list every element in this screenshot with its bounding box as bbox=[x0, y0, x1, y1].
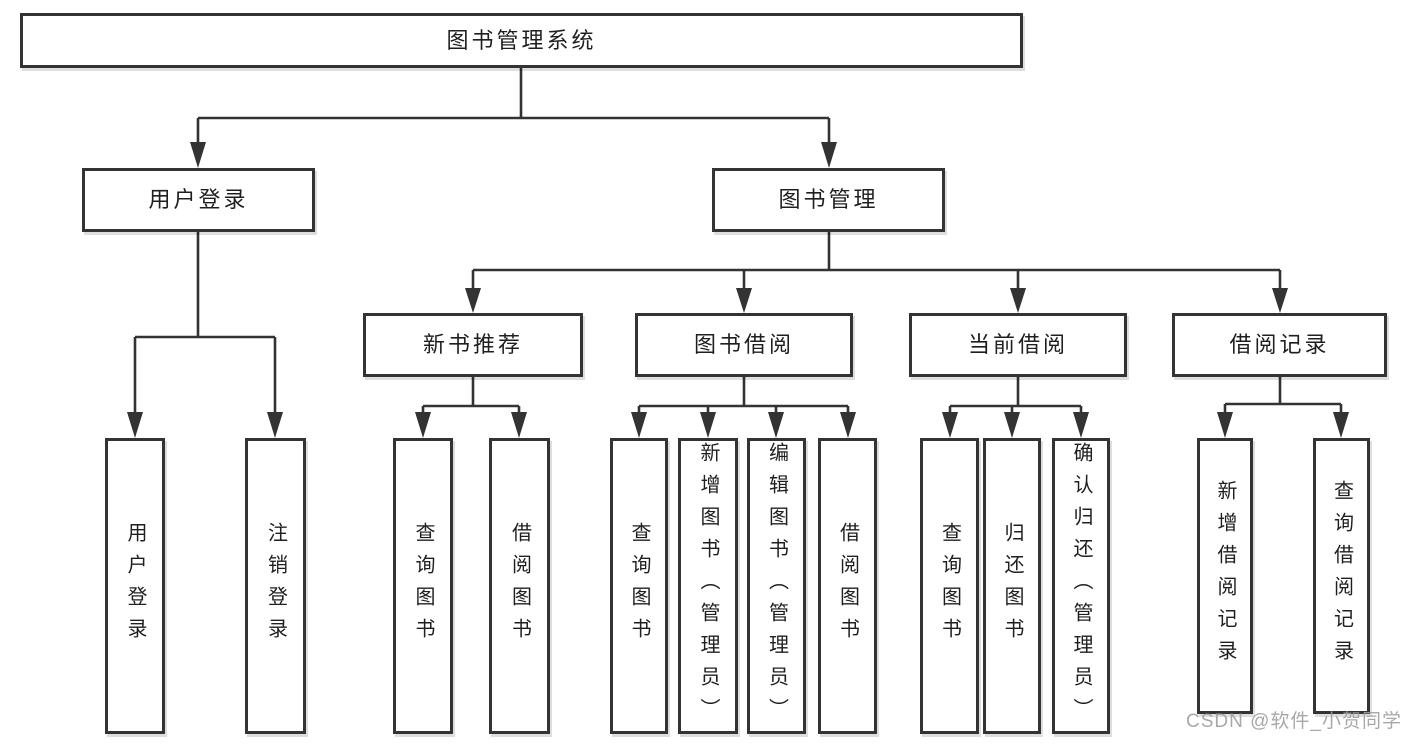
node-label: 当前借阅 bbox=[967, 332, 1068, 357]
node-root-system: 图书管理系统 bbox=[20, 13, 1023, 68]
leaf-logout: 注销登录 bbox=[245, 438, 306, 734]
node-label: 用户登录 bbox=[148, 187, 249, 212]
leaf-label: 编辑图书（管理员） bbox=[765, 442, 788, 730]
node-user-login: 用户登录 bbox=[82, 168, 315, 232]
leaf-query-books-borrow: 查询图书 bbox=[610, 438, 668, 734]
leaf-borrow-books-recommend: 借阅图书 bbox=[489, 438, 550, 734]
node-current-borrow: 当前借阅 bbox=[909, 313, 1127, 377]
leaf-label: 注销登录 bbox=[264, 522, 287, 650]
leaf-borrow-books: 借阅图书 bbox=[818, 438, 877, 734]
leaf-label: 查询图书 bbox=[628, 522, 650, 650]
leaf-query-borrow-record: 查询借阅记录 bbox=[1313, 438, 1370, 714]
node-label: 借阅记录 bbox=[1229, 332, 1330, 357]
leaf-label: 查询图书 bbox=[938, 522, 961, 650]
leaf-edit-books-admin: 编辑图书（管理员） bbox=[747, 438, 806, 734]
node-label: 图书管理 bbox=[778, 187, 879, 212]
node-new-book-recommend: 新书推荐 bbox=[363, 313, 583, 377]
arrowheads bbox=[127, 142, 1349, 438]
leaf-query-books-recommend: 查询图书 bbox=[393, 438, 453, 734]
leaf-user-login: 用户登录 bbox=[105, 438, 165, 734]
leaf-query-books-current: 查询图书 bbox=[920, 438, 979, 734]
leaf-return-books: 归还图书 bbox=[983, 438, 1041, 734]
node-book-borrow: 图书借阅 bbox=[635, 313, 853, 377]
leaf-label: 新增图书（管理员） bbox=[697, 442, 719, 730]
node-borrow-records: 借阅记录 bbox=[1172, 313, 1387, 377]
leaf-add-borrow-record: 新增借阅记录 bbox=[1197, 438, 1253, 714]
node-label: 图书借阅 bbox=[693, 332, 794, 357]
node-label: 新书推荐 bbox=[422, 332, 523, 357]
leaf-label: 用户登录 bbox=[124, 522, 146, 650]
leaf-add-books-admin: 新增图书（管理员） bbox=[678, 438, 738, 734]
leaf-label: 确认归还（管理员） bbox=[1070, 442, 1092, 730]
leaf-label: 新增借阅记录 bbox=[1214, 480, 1236, 672]
node-book-management: 图书管理 bbox=[712, 168, 945, 232]
leaf-label: 借阅图书 bbox=[508, 522, 531, 650]
leaf-confirm-return-admin: 确认归还（管理员） bbox=[1052, 438, 1110, 734]
csdn-watermark: CSDN @软件_小贺同学 bbox=[1186, 711, 1402, 732]
node-label: 图书管理系统 bbox=[446, 27, 597, 53]
leaf-label: 查询图书 bbox=[412, 522, 434, 650]
leaf-label: 借阅图书 bbox=[836, 522, 859, 650]
leaf-label: 归还图书 bbox=[1001, 522, 1023, 650]
leaf-label: 查询借阅记录 bbox=[1330, 480, 1353, 672]
